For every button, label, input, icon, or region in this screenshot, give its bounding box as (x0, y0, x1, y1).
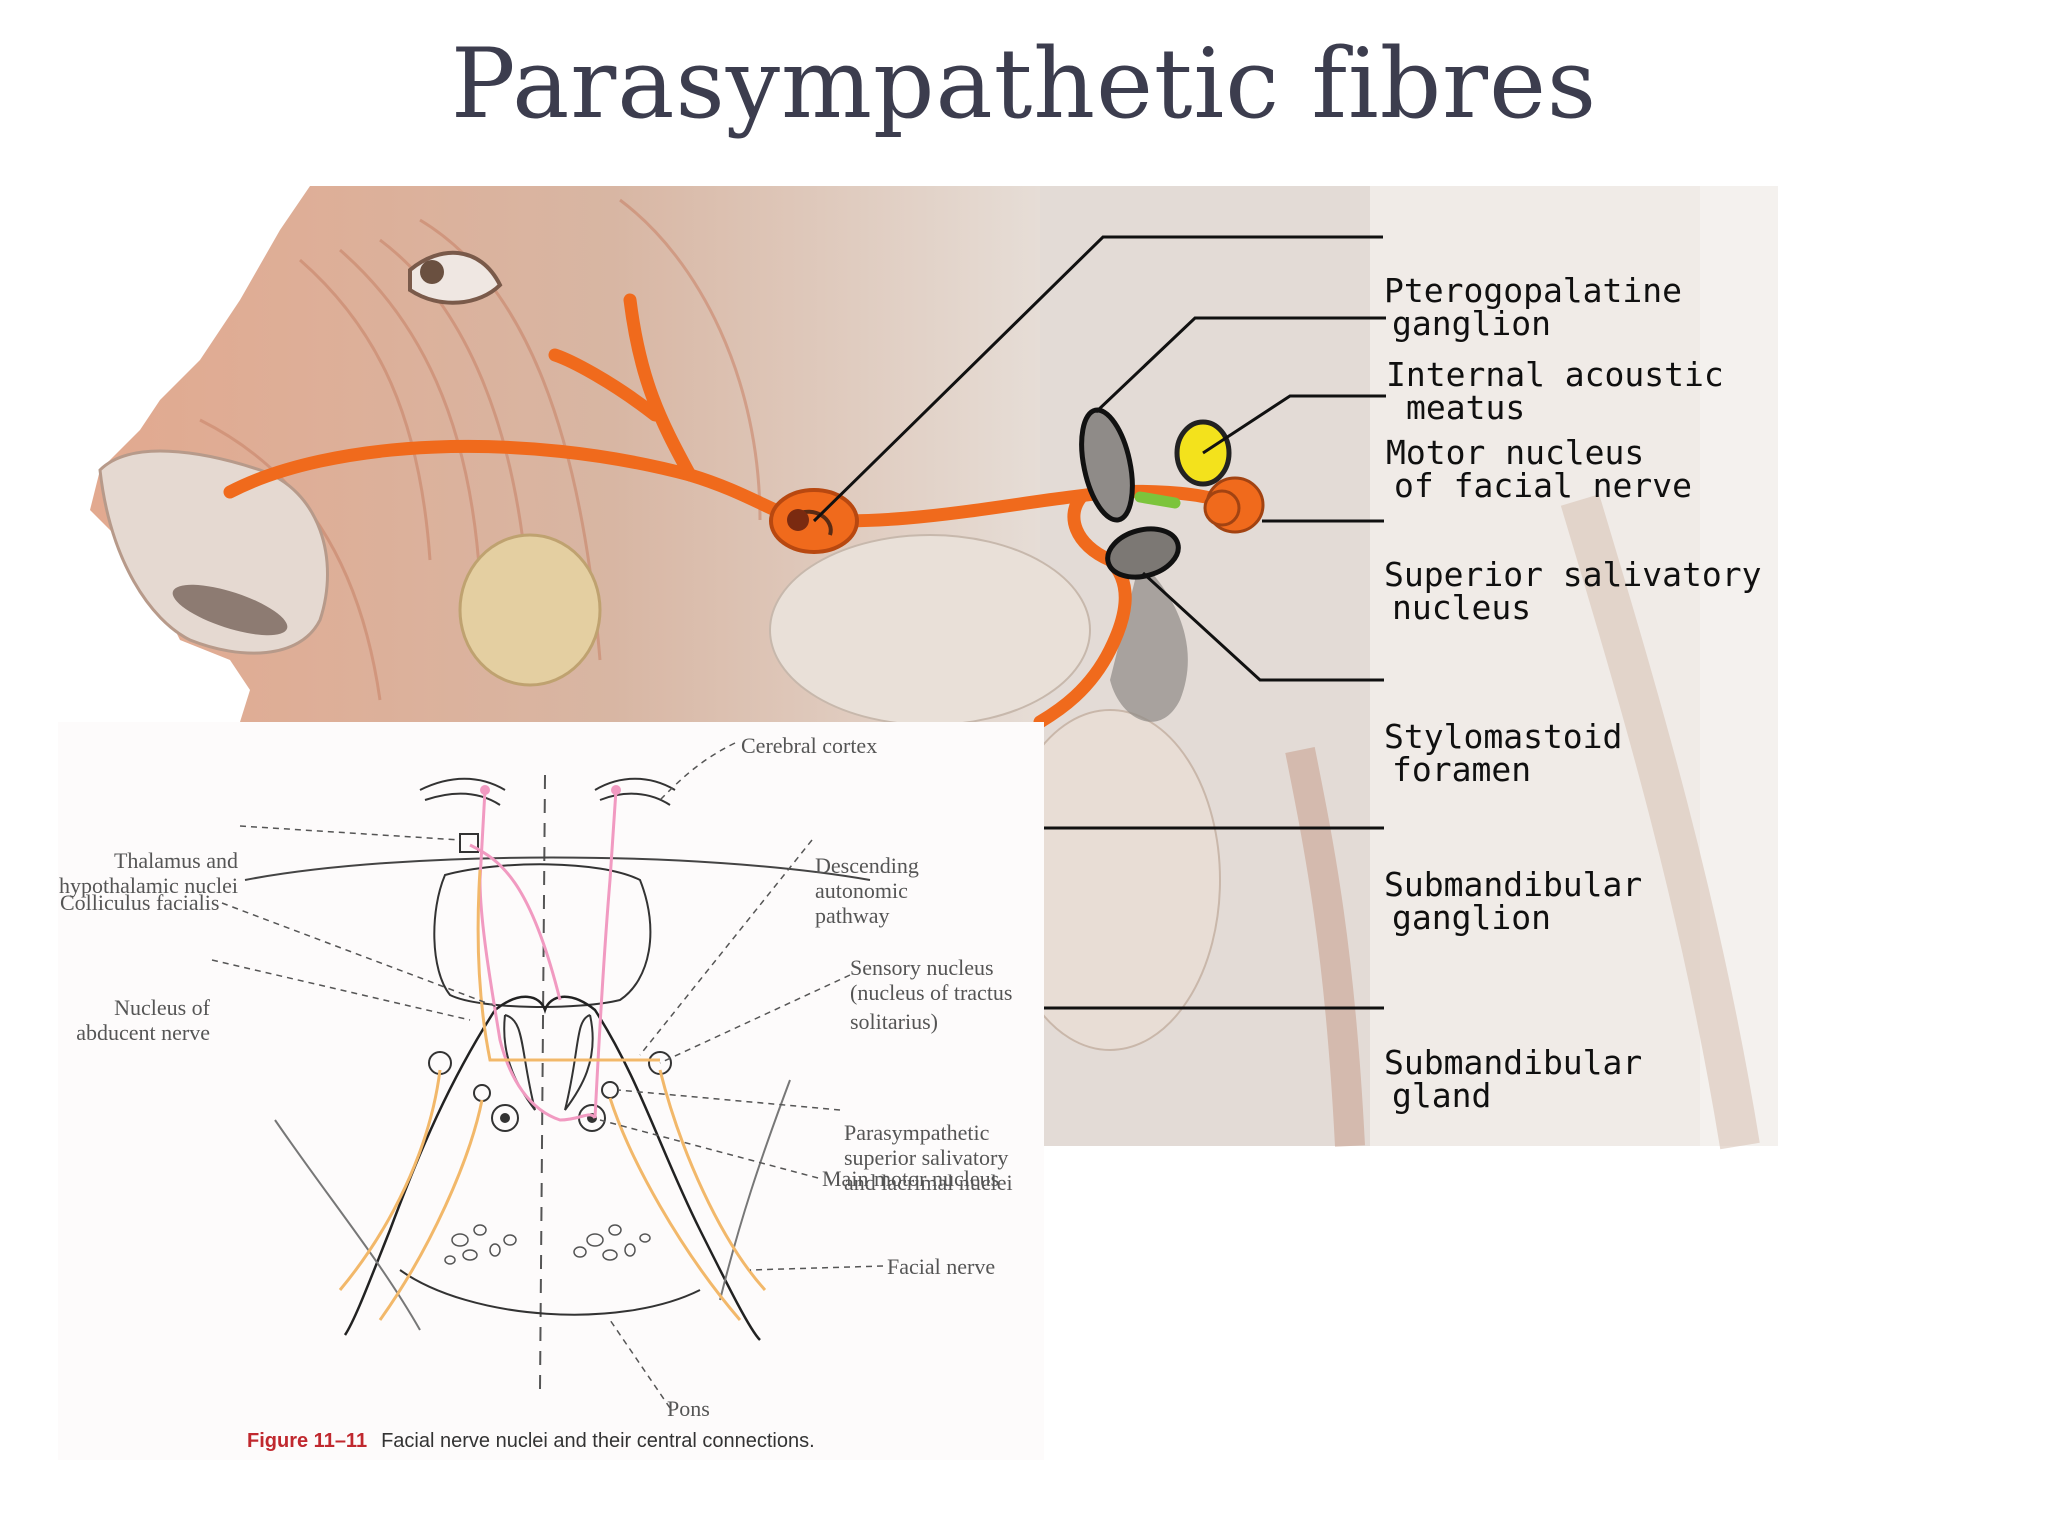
figure-caption: Figure 11–11 Facial nerve nuclei and thei… (247, 1430, 815, 1453)
inset-label-colliculus-facialis: Colliculus facialis (60, 890, 220, 915)
figure-number: Figure 11–11 (247, 1430, 368, 1452)
slide-title: Parasympathetic fibres (450, 28, 1598, 140)
inset-label-main-motor-nucleus: Main motor nucleus (822, 1166, 1000, 1191)
inset-label-cerebral-cortex: Cerebral cortex (741, 733, 878, 758)
facial-nerve-path (223, 293, 1217, 729)
figure-caption-text: Facial nerve nuclei and their central co… (381, 1430, 815, 1452)
inset-label-pons: Pons (667, 1396, 710, 1421)
inset-facial-nerve-nuclei-diagram (58, 722, 1044, 1460)
inset-label-facial-nerve: Facial nerve (887, 1254, 996, 1279)
